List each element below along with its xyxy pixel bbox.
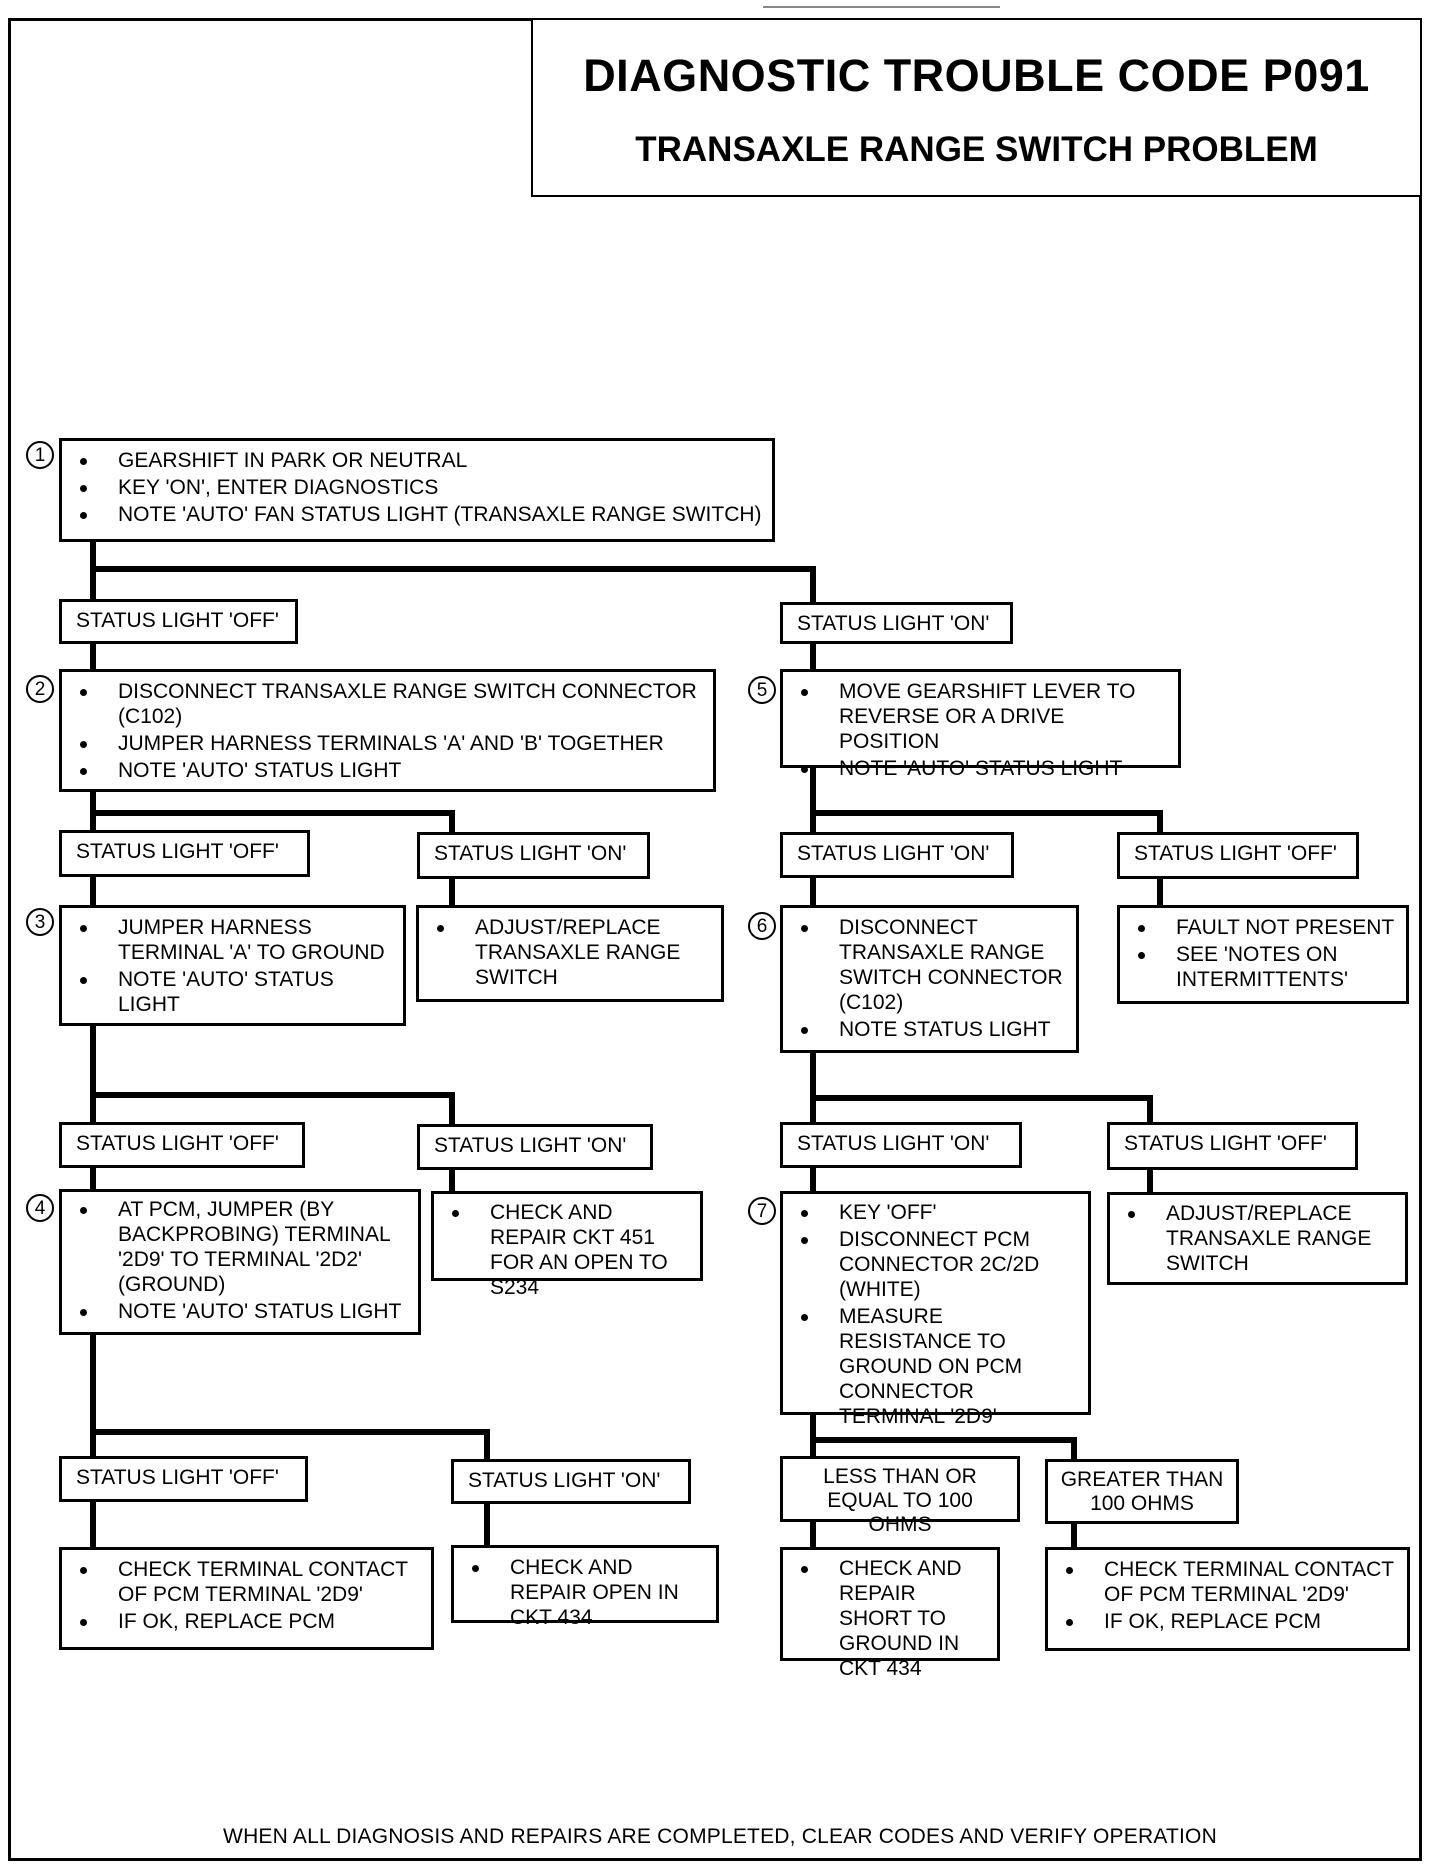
- action-item: IF OK, REPLACE PCM: [62, 1609, 421, 1634]
- step-2-item: NOTE 'AUTO' STATUS LIGHT: [62, 758, 699, 783]
- status-light-on-label: STATUS LIGHT 'ON': [417, 1124, 653, 1170]
- step-number-7: 7: [748, 1197, 776, 1225]
- action-adjust-replace-switch: ADJUST/REPLACE TRANSAXLE RANGE SWITCH: [416, 905, 724, 1002]
- action-adjust-replace-switch: ADJUST/REPLACE TRANSAXLE RANGE SWITCH: [1107, 1192, 1408, 1285]
- title-box: DIAGNOSTIC TROUBLE CODE P091 TRANSAXLE R…: [531, 18, 1422, 197]
- step-number-4: 4: [26, 1194, 54, 1222]
- step-3-item: NOTE 'AUTO' STATUS LIGHT: [62, 967, 391, 1017]
- action-item: CHECK AND REPAIR CKT 451 FOR AN OPEN TO …: [434, 1200, 692, 1300]
- action-check-terminal-contact: CHECK TERMINAL CONTACT OF PCM TERMINAL '…: [1045, 1547, 1410, 1651]
- step-7-item: MEASURE RESISTANCE TO GROUND ON PCM CONN…: [783, 1304, 1078, 1429]
- step-7-item: KEY 'OFF': [783, 1200, 1078, 1225]
- step-2-box: DISCONNECT TRANSAXLE RANGE SWITCH CONNEC…: [59, 669, 716, 792]
- status-light-off-label: STATUS LIGHT 'OFF': [59, 1456, 308, 1502]
- step-number-3: 3: [26, 908, 54, 936]
- step-2-item: DISCONNECT TRANSAXLE RANGE SWITCH CONNEC…: [62, 679, 699, 729]
- status-light-off-label: STATUS LIGHT 'OFF': [59, 599, 298, 644]
- page-title: DIAGNOSTIC TROUBLE CODE P091: [583, 50, 1370, 101]
- step-1-item: KEY 'ON', ENTER DIAGNOSTICS: [62, 475, 772, 500]
- resistance-high-label: GREATER THAN 100 OHMS: [1045, 1459, 1239, 1524]
- action-check-ckt-434-open: CHECK AND REPAIR OPEN IN CKT 434: [451, 1545, 719, 1629]
- step-3-box: JUMPER HARNESS TERMINAL 'A' TO GROUND NO…: [59, 905, 406, 1026]
- step-4-item: AT PCM, JUMPER (BY BACKPROBING) TERMINAL…: [62, 1197, 406, 1297]
- step-number-5: 5: [748, 676, 776, 704]
- top-rule: [763, 6, 1000, 8]
- step-6-box: DISCONNECT TRANSAXLE RANGE SWITCH CONNEC…: [780, 905, 1079, 1053]
- footer-note: WHEN ALL DIAGNOSIS AND REPAIRS ARE COMPL…: [223, 1825, 1217, 1848]
- step-5-item: MOVE GEARSHIFT LEVER TO REVERSE OR A DRI…: [783, 679, 1168, 754]
- action-item: CHECK AND REPAIR SHORT TO GROUND IN CKT …: [783, 1556, 989, 1681]
- step-number-2: 2: [26, 675, 54, 703]
- action-check-terminal-contact: CHECK TERMINAL CONTACT OF PCM TERMINAL '…: [59, 1547, 434, 1650]
- step-6-item: DISCONNECT TRANSAXLE RANGE SWITCH CONNEC…: [783, 915, 1066, 1015]
- step-1-item: NOTE 'AUTO' FAN STATUS LIGHT (TRANSAXLE …: [62, 502, 772, 527]
- status-light-on-label: STATUS LIGHT 'ON': [780, 832, 1014, 878]
- step-1-box: GEARSHIFT IN PARK OR NEUTRAL KEY 'ON', E…: [59, 438, 775, 542]
- step-7-box: KEY 'OFF' DISCONNECT PCM CONNECTOR 2C/2D…: [780, 1191, 1091, 1428]
- action-check-ckt-434-short: CHECK AND REPAIR SHORT TO GROUND IN CKT …: [780, 1547, 1000, 1680]
- step-1-item: GEARSHIFT IN PARK OR NEUTRAL: [62, 448, 772, 473]
- status-light-off-label: STATUS LIGHT 'OFF': [1117, 832, 1359, 879]
- status-light-on-label: STATUS LIGHT 'ON': [417, 832, 650, 879]
- action-item: ADJUST/REPLACE TRANSAXLE RANGE SWITCH: [1110, 1201, 1397, 1276]
- step-7-item: DISCONNECT PCM CONNECTOR 2C/2D (WHITE): [783, 1227, 1078, 1302]
- action-item: CHECK AND REPAIR OPEN IN CKT 434: [454, 1555, 708, 1630]
- step-4-box: AT PCM, JUMPER (BY BACKPROBING) TERMINAL…: [59, 1189, 421, 1335]
- action-item: ADJUST/REPLACE TRANSAXLE RANGE SWITCH: [419, 915, 711, 990]
- action-item: FAULT NOT PRESENT: [1120, 915, 1398, 940]
- status-light-on-label: STATUS LIGHT 'ON': [451, 1459, 691, 1504]
- status-light-off-label: STATUS LIGHT 'OFF': [59, 1122, 305, 1168]
- step-4-item: NOTE 'AUTO' STATUS LIGHT: [62, 1299, 406, 1324]
- action-item: IF OK, REPLACE PCM: [1048, 1609, 1399, 1634]
- step-3-item: JUMPER HARNESS TERMINAL 'A' TO GROUND: [62, 915, 391, 965]
- step-5-item: NOTE 'AUTO' STATUS LIGHT: [783, 756, 1168, 781]
- page-subtitle: TRANSAXLE RANGE SWITCH PROBLEM: [635, 130, 1318, 169]
- action-item: CHECK TERMINAL CONTACT OF PCM TERMINAL '…: [1048, 1557, 1399, 1607]
- action-item: SEE 'NOTES ON INTERMITTENTS': [1120, 942, 1398, 992]
- step-2-item: JUMPER HARNESS TERMINALS 'A' AND 'B' TOG…: [62, 731, 699, 756]
- action-check-ckt-451: CHECK AND REPAIR CKT 451 FOR AN OPEN TO …: [431, 1191, 703, 1299]
- step-number-1: 1: [26, 441, 54, 469]
- step-6-item: NOTE STATUS LIGHT: [783, 1017, 1066, 1042]
- status-light-on-label: STATUS LIGHT 'ON': [780, 602, 1013, 644]
- status-light-off-label: STATUS LIGHT 'OFF': [1107, 1122, 1358, 1170]
- step-number-6: 6: [748, 912, 776, 940]
- resistance-low-label: LESS THAN OR EQUAL TO 100 OHMS: [780, 1456, 1020, 1536]
- step-5-box: MOVE GEARSHIFT LEVER TO REVERSE OR A DRI…: [780, 669, 1181, 780]
- action-item: CHECK TERMINAL CONTACT OF PCM TERMINAL '…: [62, 1557, 421, 1607]
- status-light-on-label: STATUS LIGHT 'ON': [780, 1122, 1022, 1168]
- status-light-off-label: STATUS LIGHT 'OFF': [59, 830, 310, 877]
- action-fault-not-present: FAULT NOT PRESENT SEE 'NOTES ON INTERMIT…: [1117, 905, 1409, 1004]
